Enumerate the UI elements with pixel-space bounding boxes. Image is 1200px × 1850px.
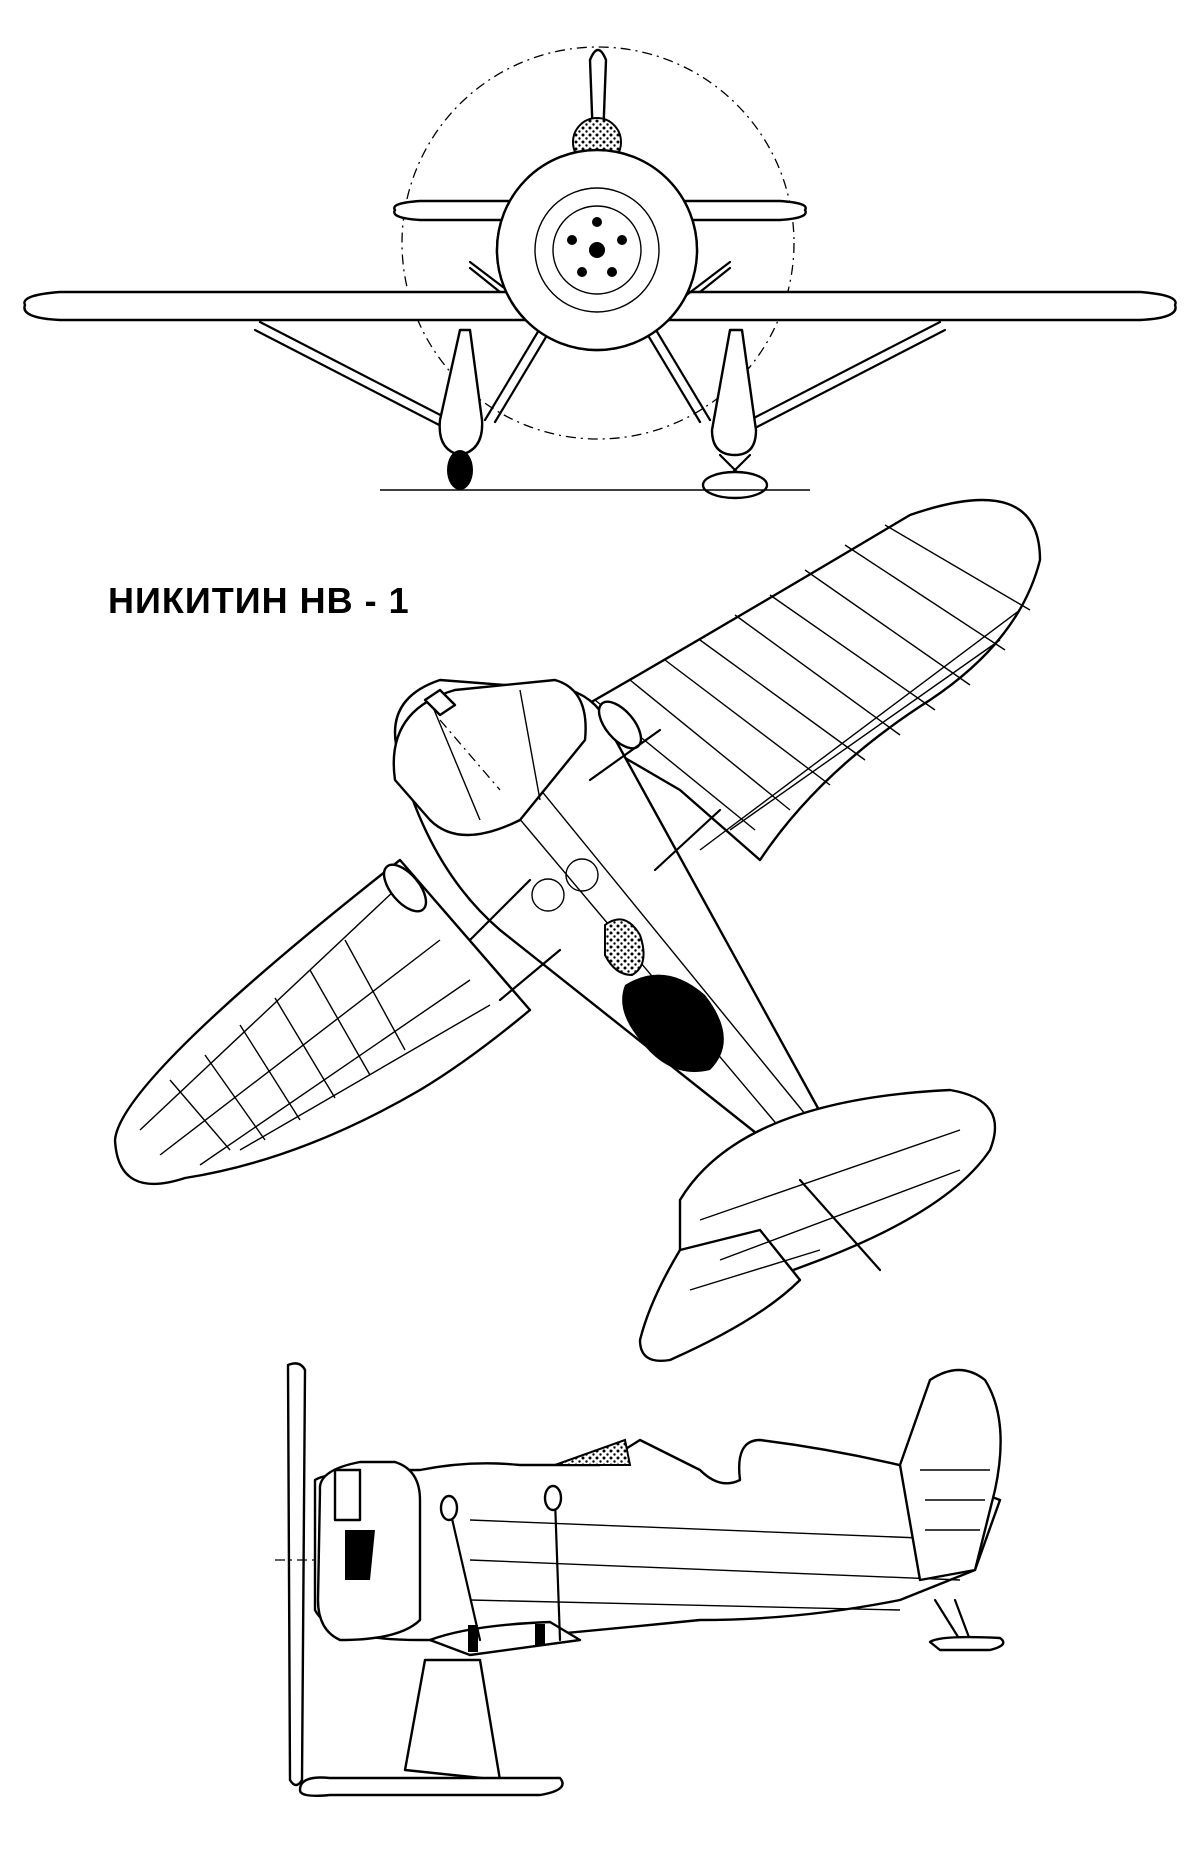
engine-ring xyxy=(552,205,642,295)
tail-ski-strut xyxy=(933,1598,972,1642)
side-view xyxy=(275,1362,1005,1798)
wing-left xyxy=(113,858,532,1186)
strut-fitting-1 xyxy=(439,1494,459,1522)
cylinder-3 xyxy=(607,267,617,277)
wing-spar-1 xyxy=(468,1625,478,1652)
vertical-tail xyxy=(898,1368,1002,1582)
tail-side-ribs xyxy=(920,1469,990,1531)
wheel-plan-left xyxy=(382,863,428,913)
plan-view xyxy=(113,498,1042,1362)
engine-centerline xyxy=(439,719,501,791)
tail-ski xyxy=(928,1635,1005,1652)
fuselage-side-stringers xyxy=(469,1519,971,1611)
engine-cowling-plan xyxy=(392,678,587,837)
strut-left-outer xyxy=(253,320,452,430)
wing-right-aileron xyxy=(699,609,1021,851)
interplane-struts-side xyxy=(448,1498,562,1642)
propeller-side xyxy=(286,1362,307,1787)
wing-left-panels xyxy=(169,939,406,1151)
cowling-panels xyxy=(429,689,541,821)
stabilizer-left xyxy=(638,1228,802,1362)
main-gear-fairing xyxy=(403,1658,502,1782)
rudder-plan xyxy=(798,1178,882,1272)
main-ski xyxy=(298,1776,564,1798)
engine-cylinder-side xyxy=(333,1468,362,1522)
strut-right-cabane xyxy=(678,260,732,302)
wheel-left xyxy=(447,450,473,490)
gear-strut-left xyxy=(483,318,557,424)
wing-left-ribs xyxy=(139,889,491,1166)
wing-spar-2 xyxy=(535,1624,545,1645)
strut-right-outer xyxy=(748,320,947,430)
cylinder-1 xyxy=(592,217,602,227)
engine-face xyxy=(534,187,660,313)
cylinder-2 xyxy=(617,235,627,245)
front-view xyxy=(23,46,1177,500)
cylinder-5 xyxy=(567,235,577,245)
instrument-1 xyxy=(531,878,565,912)
cylinder-4 xyxy=(577,267,587,277)
strut-fitting-2 xyxy=(543,1484,563,1512)
windshield-side xyxy=(554,1438,632,1466)
gear-strut-right xyxy=(638,318,712,424)
gear-fairing-right xyxy=(710,328,758,457)
page-title: НИКИТИН НВ - 1 xyxy=(108,580,410,621)
exhaust-side xyxy=(345,1530,375,1580)
propeller-hub xyxy=(589,242,605,258)
windshield xyxy=(604,918,645,977)
exhaust-stack xyxy=(423,688,457,717)
instrument-2 xyxy=(565,858,599,892)
propeller-disc xyxy=(401,46,795,440)
cockpit-opening xyxy=(622,974,724,1072)
interplane-struts xyxy=(468,728,722,1002)
gear-fairing-left xyxy=(438,328,484,457)
ski-right xyxy=(701,470,769,500)
tail-ribs xyxy=(689,1129,961,1291)
wing-right-panels xyxy=(594,524,1031,831)
